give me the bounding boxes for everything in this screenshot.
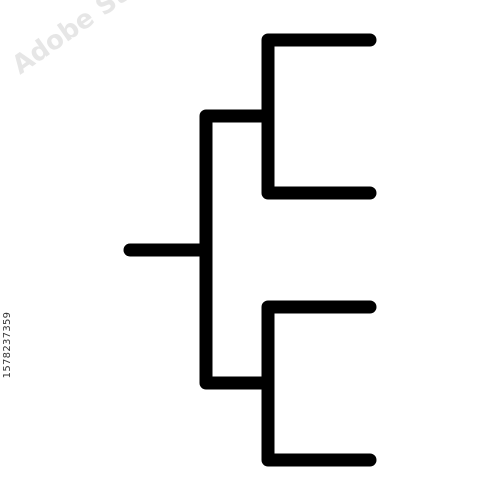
bracket-upper-branch (261, 33, 377, 200)
bracket-spine-main (199, 109, 275, 390)
bracket-lower-branch (261, 300, 377, 467)
stock-id-label: 1578237359 (2, 311, 13, 379)
